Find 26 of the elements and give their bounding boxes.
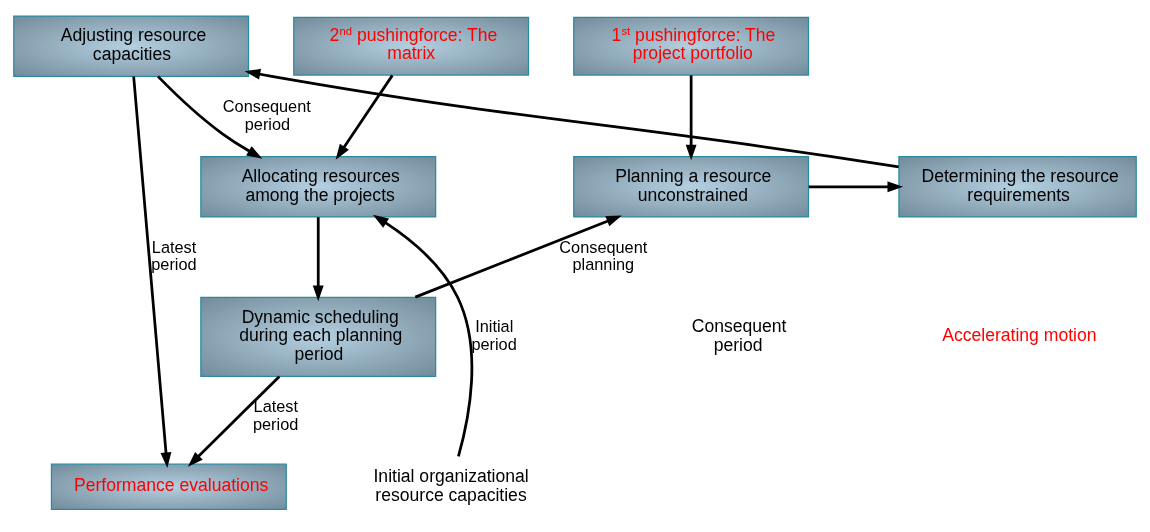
arrow xyxy=(187,374,281,467)
node-box: Planning a resource unconstrained xyxy=(573,155,810,218)
edge-label: Consequent period xyxy=(222,96,311,133)
node-box: Determining the resource requirements xyxy=(898,155,1137,218)
node-text: Initial organizational resource capacities xyxy=(373,465,529,505)
arrow xyxy=(244,68,899,168)
arrow xyxy=(157,74,263,159)
node-box: Allocating resources among the projects xyxy=(200,155,437,218)
edge-label: Consequent planning xyxy=(559,237,648,273)
arrow xyxy=(808,180,904,192)
edge-label: Latest period xyxy=(151,237,197,273)
node-box: Dynamic scheduling during each planning period xyxy=(200,296,437,377)
arrow xyxy=(372,214,474,457)
node-box: Performance evaluations xyxy=(50,463,287,510)
arrow xyxy=(335,74,394,160)
edge-label: Initial period xyxy=(471,316,517,353)
arrow xyxy=(685,74,697,160)
node-box: 1$^{st}$ pushingforce: The project portfolio xyxy=(573,16,810,76)
edge-label: Latest period xyxy=(252,396,299,433)
label: Consequent period xyxy=(691,315,787,355)
label: Accelerating motion xyxy=(942,324,1097,345)
arrow xyxy=(312,216,324,301)
node-box: Adjusting resource capacities xyxy=(13,14,250,77)
arrow xyxy=(414,214,622,298)
arrow xyxy=(132,75,172,468)
node-box: 2$^{nd}$ pushingforce: The matrix xyxy=(293,16,530,76)
